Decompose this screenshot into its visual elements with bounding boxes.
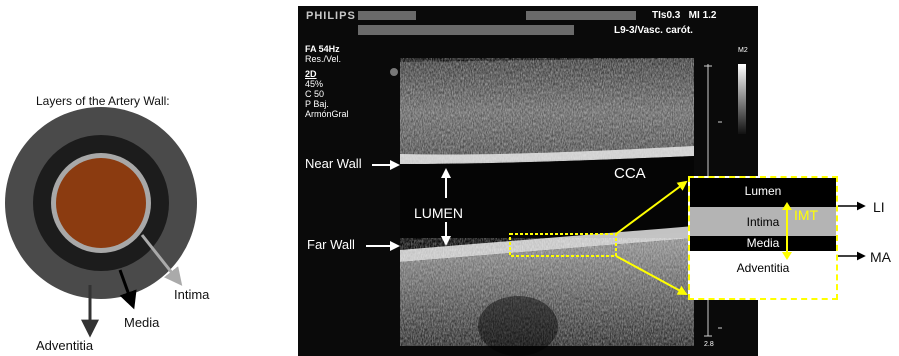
inset-lumen-layer: Lumen xyxy=(690,178,836,207)
imt-arrow xyxy=(780,202,794,260)
zoom-inset: Lumen Intima Media Adventitia xyxy=(688,176,838,300)
imt-label: IMT xyxy=(794,207,818,223)
inset-media-layer: Media xyxy=(690,236,836,251)
inset-adventitia-layer: Adventitia xyxy=(690,251,836,298)
ma-label: MA xyxy=(870,249,891,265)
li-label: LI xyxy=(873,199,885,215)
